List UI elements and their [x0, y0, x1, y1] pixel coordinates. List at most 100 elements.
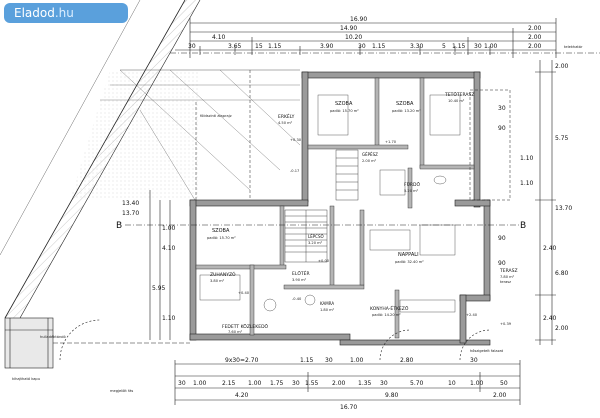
staircase — [284, 149, 359, 263]
level-g: +2.40 — [466, 313, 478, 317]
site-boundary — [0, 0, 301, 319]
level-a: ±0.00 — [318, 259, 330, 263]
watermark-brand: Eladod — [14, 6, 55, 20]
dim-bot-row2-8: 1.35 — [358, 380, 372, 387]
fixtures — [199, 94, 461, 313]
bottom-dimension-chain — [174, 360, 521, 405]
dim-bot-row2-13: 50 — [500, 380, 508, 387]
dim-top-row4-1: 3.65 — [228, 43, 242, 50]
dim-right-6: 2.00 — [555, 325, 569, 332]
interior-walls — [195, 77, 475, 339]
room-kamra-name: KAMRA — [320, 301, 334, 306]
cellar-note: földszinti alaprajz — [200, 114, 232, 118]
dim-top-row3-c: 2.00 — [528, 34, 542, 41]
dim-right-8: 1.10 — [520, 180, 534, 187]
dim-bot-row2-0: 30 — [178, 380, 186, 387]
level-d: +1.70 — [385, 140, 397, 144]
room-szoba1-name: SZOBA — [335, 101, 353, 107]
room-nappali-name: NAPPALI — [398, 252, 419, 258]
dim-top-row4-9: 1.15 — [452, 43, 466, 50]
dim-bot-row1-1: 1.15 — [300, 357, 314, 364]
dim-bot-row1-5: 30 — [470, 357, 478, 364]
dim-bot-row3-2: 2.00 — [493, 392, 507, 399]
dim-bot-row1-2: 30 — [325, 357, 333, 364]
dim-right-2: 13.70 — [555, 205, 572, 212]
bottom-note: hőszigetelt falazat — [470, 349, 504, 353]
dim-right-10: 90 — [498, 125, 506, 132]
room-furdo-name: FÜRDŐ — [404, 181, 420, 188]
dim-left-1: 13.70 — [122, 210, 139, 217]
right-dimension-chain — [535, 60, 556, 345]
room-gepesz-area: 2.00 m² — [362, 159, 377, 163]
dim-top-row4-5: 30 — [358, 43, 366, 50]
dim-bot-row2-12: 1.00 — [470, 380, 484, 387]
level-markers: +1.70 +0.39 -0.17 -0.40 +0.40 ±0.00 +2.4… — [12, 114, 512, 393]
room-erkely-name: ERKÉLY — [278, 112, 295, 120]
level-h: +0.30 — [290, 138, 302, 142]
top-dimension-labels: 16.90 14.90 2.00 4.10 10.20 2.00 30 3.65… — [188, 16, 583, 50]
room-tetoterasz-name: TETŐTERASZ — [444, 91, 474, 98]
dim-bot-row2-4: 1.75 — [270, 380, 284, 387]
dim-right-5: 2.40 — [543, 315, 557, 322]
dim-right-1: 5.75 — [555, 135, 569, 142]
room-eloter-area: 3.90 m² — [292, 278, 307, 282]
dim-bot-row2-7: 2.00 — [332, 380, 346, 387]
dim-top-row4-3: 1.15 — [268, 43, 282, 50]
section-marker-b-left: B — [116, 221, 122, 231]
room-terasz-name: TERASZ — [499, 268, 518, 274]
room-eloter-name: ELŐTÉR — [292, 269, 310, 277]
dim-top-row4-10: 30 — [474, 43, 482, 50]
room-fedett-name: FEDETT KÖZLEKEDŐ — [222, 323, 269, 330]
right-dimension-labels: 2.00 5.75 13.70 2.40 6.80 2.40 2.00 1.10… — [498, 63, 572, 332]
watermark-badge[interactable]: Eladod.hu — [4, 3, 128, 23]
room-zuhanyzo-name: ZUHANYZÓ — [210, 271, 236, 278]
dim-right-4: 6.80 — [555, 270, 569, 277]
dim-bot-row2-1: 1.00 — [193, 380, 207, 387]
dim-right-0: 2.00 — [555, 63, 569, 70]
dim-bot-row1-0: 9x30=2.70 — [225, 357, 259, 364]
room-konyha-area: padló: 14.20 m² — [372, 313, 401, 317]
dim-bot-row2-9: 30 — [380, 380, 388, 387]
room-tetoterasz-area: 10.40 m² — [448, 99, 465, 103]
level-e: -0.40 — [292, 297, 302, 301]
room-zuhanyzo-area: 3.80 m² — [210, 279, 225, 283]
dim-left-3: 4.10 — [162, 245, 176, 252]
room-fedett-area: 7.60 m² — [228, 330, 243, 334]
room-lepcso-area: 3.20 m² — [308, 241, 323, 245]
dim-bot-row2-11: 10 — [448, 380, 456, 387]
dim-top-row3-a: 4.10 — [212, 34, 226, 41]
dim-bot-row2-2: 2.15 — [222, 380, 236, 387]
gate-note: kihajtható kapu — [12, 377, 40, 381]
dim-top-total: 16.90 — [350, 16, 367, 23]
dim-left-0: 13.40 — [122, 200, 139, 207]
room-terasz-area: 7.80 m² — [500, 275, 515, 279]
gate-structure — [4, 317, 491, 369]
dim-left-4: 5.95 — [152, 285, 166, 292]
dim-top-row4-7: 3.30 — [410, 43, 424, 50]
dim-left-2: 1.00 — [162, 225, 176, 232]
right-note: terasz — [500, 280, 511, 284]
dim-top-row4-4: 3.90 — [320, 43, 334, 50]
dim-left-5: 1.10 — [162, 315, 176, 322]
room-gepesz-name: GÉPÉSZ — [362, 152, 378, 157]
room-szoba3-area: padló: 15.70 m² — [207, 236, 236, 240]
dim-right-7: 1.10 — [520, 155, 534, 162]
dim-bot-row3-1: 9.80 — [385, 392, 399, 399]
dim-top-row3-b: 10.20 — [345, 34, 362, 41]
dim-bot-row2-3: 1.00 — [248, 380, 262, 387]
footnote-left: megjelölt fás — [110, 389, 133, 393]
dim-bot-row2-10: 5.70 — [410, 380, 424, 387]
room-nappali-area: padló: 32.40 m² — [395, 260, 424, 264]
dim-bot-row1-4: 2.80 — [400, 357, 414, 364]
dim-top-row4-11: 1.00 — [484, 43, 498, 50]
room-erkely-area: 4.50 m² — [278, 121, 293, 125]
dim-top-row4-2: 15 — [255, 43, 263, 50]
dim-top-row4-12: 2.00 — [528, 43, 542, 50]
room-konyha-name: KONYHA-ÉTKEZŐ — [370, 304, 409, 312]
gate-label: hulladéktároló — [40, 335, 66, 339]
dim-bot-total: 16.70 — [340, 404, 357, 411]
dim-top-row4-0: 30 — [188, 43, 196, 50]
room-szoba3-name: SZOBA — [212, 228, 230, 234]
room-szoba2-area: padló: 13.20 m² — [392, 109, 421, 113]
